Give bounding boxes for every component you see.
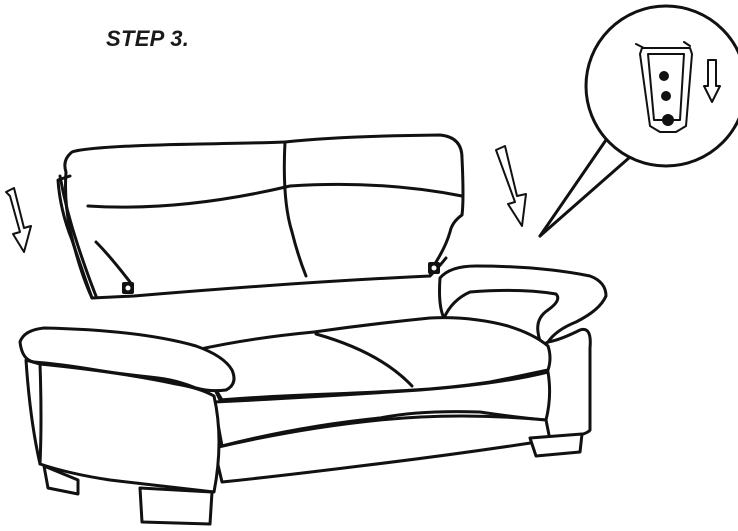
down-arrow-left-icon [6,188,31,252]
sofa-backrest [58,135,463,298]
magnifier-callout-icon [586,6,738,166]
down-arrow-right-icon [496,146,526,226]
sofa-base [20,266,606,524]
